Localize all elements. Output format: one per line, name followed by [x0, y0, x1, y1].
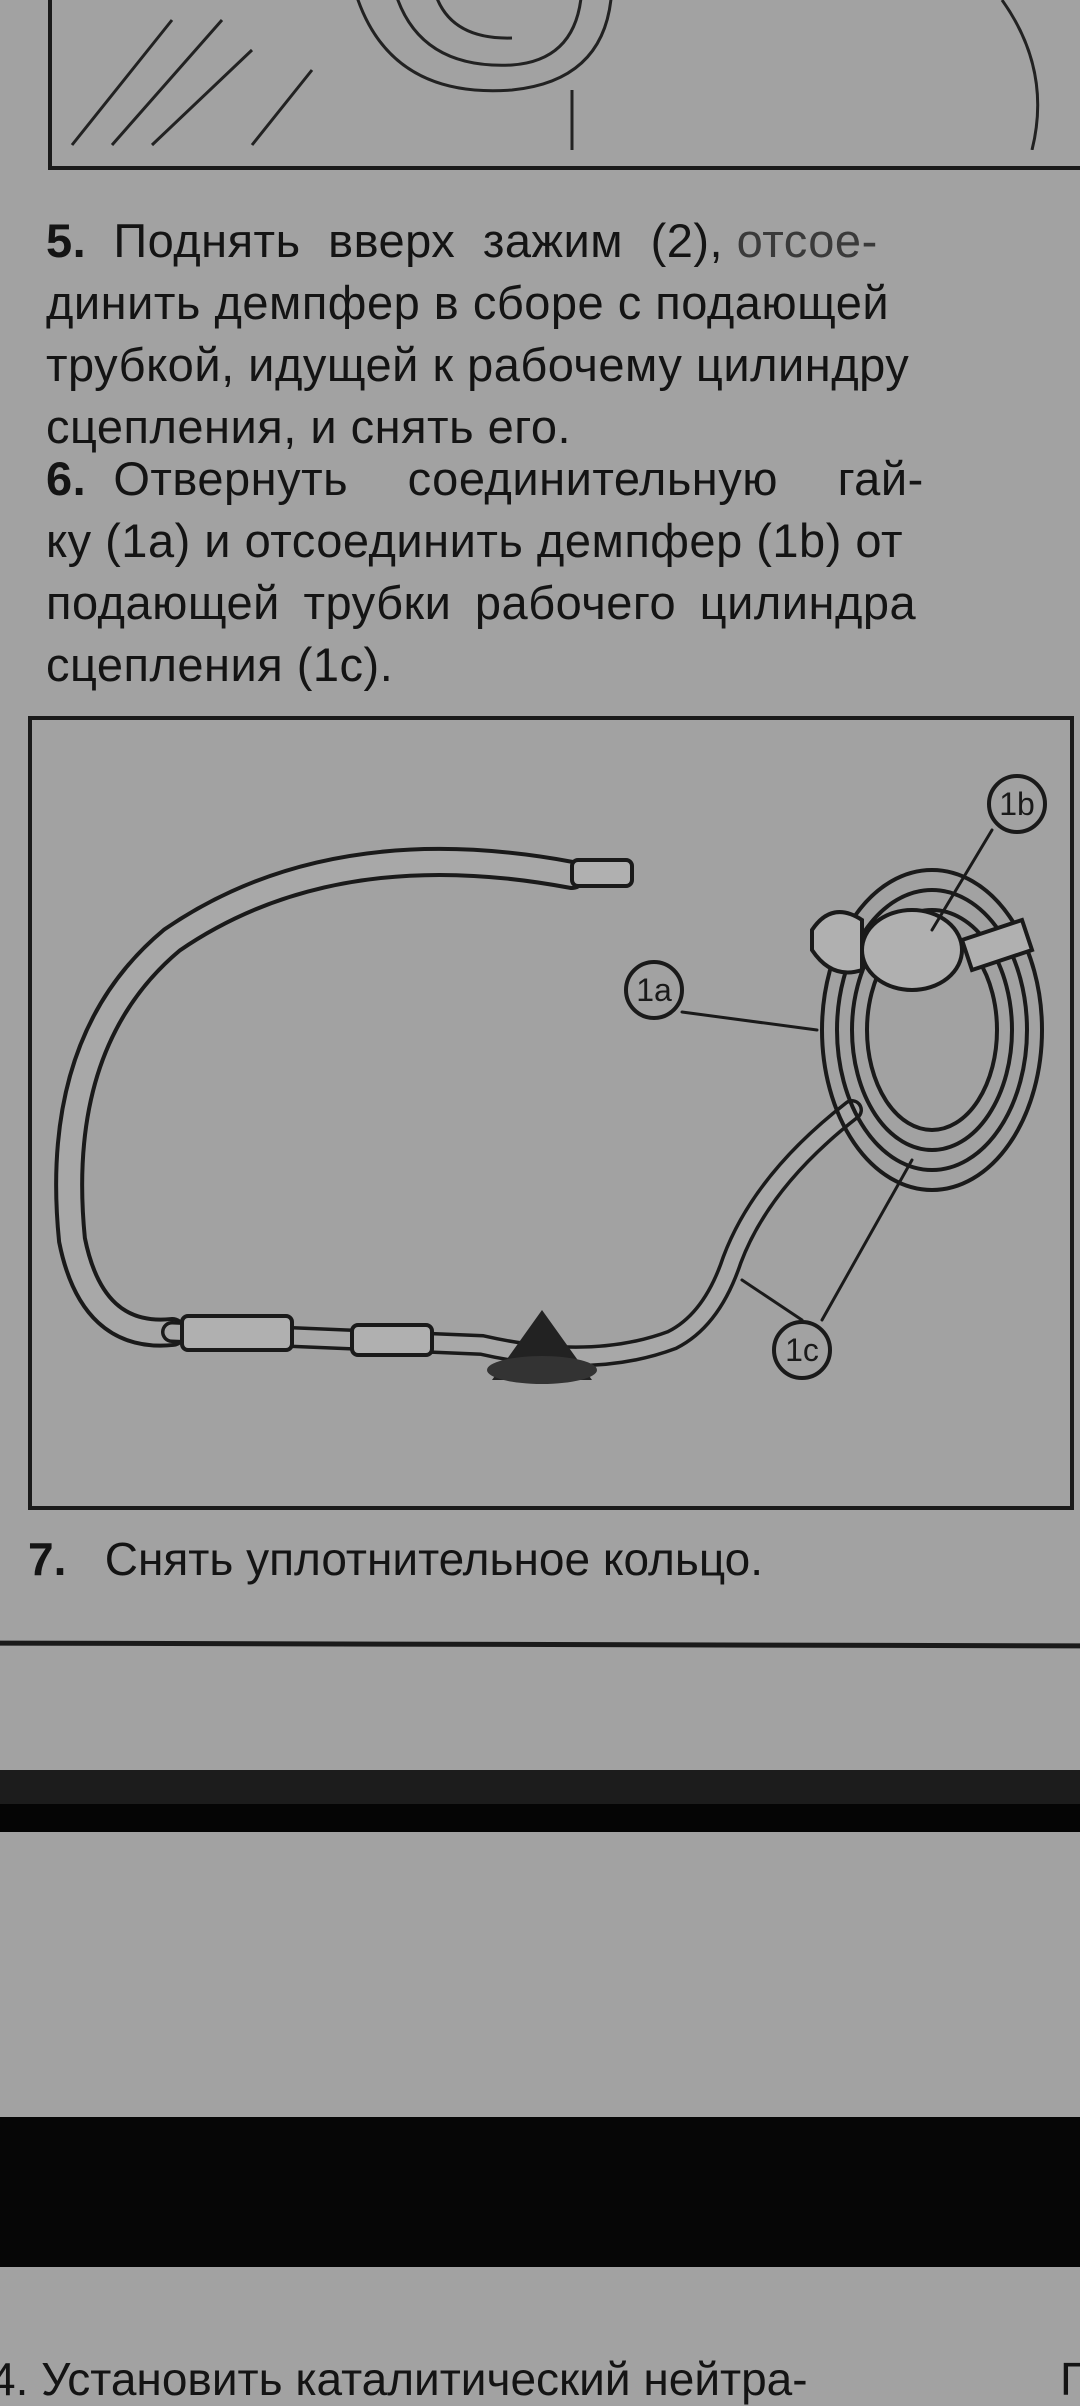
- black-band: [0, 2117, 1080, 2267]
- label-1a: 1a: [636, 972, 672, 1008]
- label-1b: 1b: [999, 786, 1035, 822]
- step-5: 5. Поднять вверх зажим (2), отсое- динит…: [46, 214, 910, 453]
- step-number: 5.: [46, 214, 87, 267]
- next-column-text: П: [1060, 2353, 1080, 2405]
- dark-band: [0, 1770, 1080, 1804]
- damper-figure: 1a 1b 1c: [28, 716, 1074, 1510]
- dark-band: [0, 1804, 1080, 1832]
- label-1c: 1c: [785, 1332, 819, 1368]
- step-number: 6.: [46, 452, 87, 505]
- top-illustration: [70, 0, 1040, 151]
- figure-top-partial: [48, 0, 1080, 170]
- step-7: 7. Снять уплотнительное кольцо.: [28, 1533, 764, 1585]
- step-number: 7.: [28, 1533, 67, 1585]
- divider: [0, 1640, 1080, 1649]
- next-page-text: 4. Установить каталитический нейтра-: [0, 2353, 808, 2405]
- step-6: 6. Отвернуть соединительную гай- ку (1a)…: [46, 452, 924, 691]
- damper-illustration: 1a 1b 1c: [54, 774, 1047, 1384]
- watermark-logo: [487, 1310, 597, 1384]
